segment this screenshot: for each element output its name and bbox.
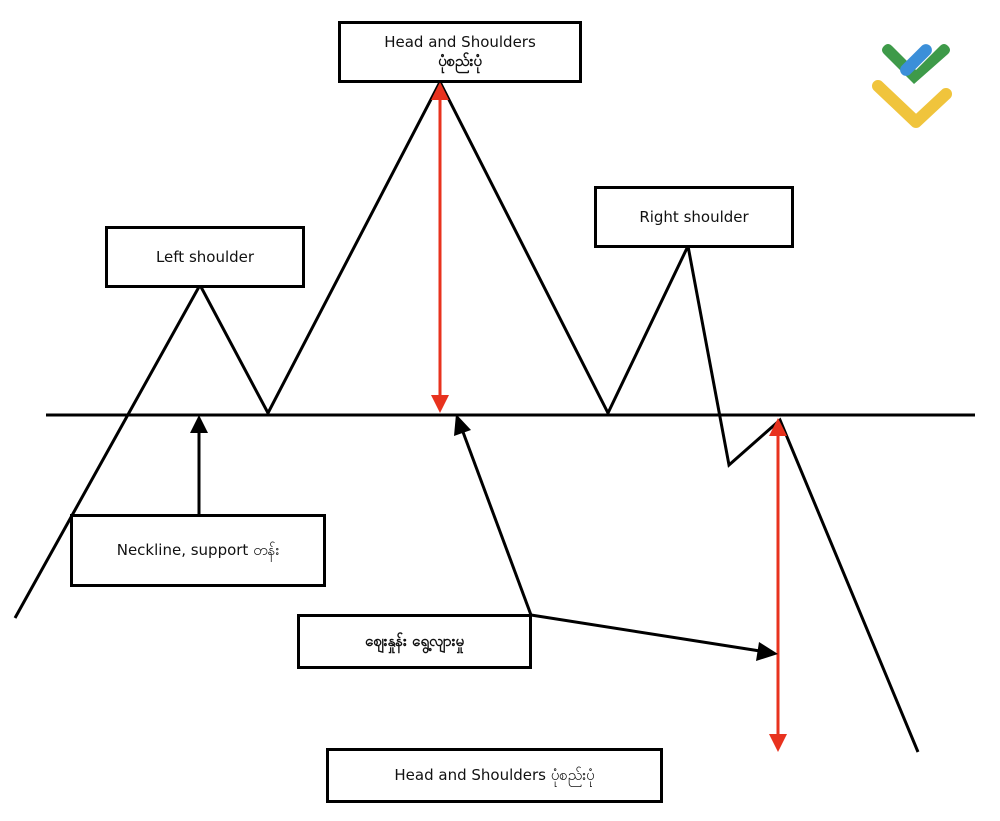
projected-move-arrow xyxy=(769,418,787,752)
neckline-box: Neckline, support တန်း xyxy=(70,514,326,587)
title-line1: Head and Shoulders xyxy=(384,33,536,51)
left-shoulder-label: Left shoulder xyxy=(155,247,255,266)
price-target-box: ဈေးနှုန်း ရွေ့လျားမှု xyxy=(297,614,532,669)
price-target-pointer-arrows xyxy=(454,414,778,661)
neckline-pointer-arrow xyxy=(190,415,208,514)
right-shoulder-label: Right shoulder xyxy=(639,207,749,226)
caption-label: Head and Shoulders ပုံစည်းပုံ xyxy=(394,766,595,784)
caption-box: Head and Shoulders ပုံစည်းပုံ xyxy=(326,748,663,803)
left-shoulder-box: Left shoulder xyxy=(105,226,305,288)
price-line xyxy=(13,78,920,753)
right-shoulder-box: Right shoulder xyxy=(594,186,794,248)
brand-logo-icon xyxy=(872,44,952,128)
head-height-arrow xyxy=(431,82,449,413)
title-box: Head and Shoulders ပုံစည်းပုံ xyxy=(338,21,582,83)
neckline-label: Neckline, support တန်း xyxy=(116,541,280,559)
price-target-label: ဈေးနှုန်း ရွေ့လျားမှု xyxy=(364,632,465,650)
title-line2: ပုံစည်းပုံ xyxy=(438,52,482,70)
